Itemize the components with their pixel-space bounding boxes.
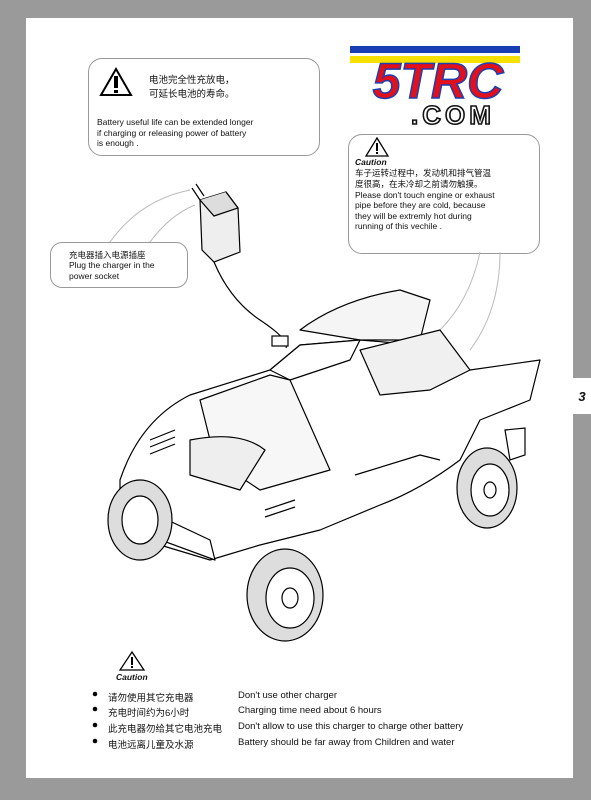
- wheel-rear-right: [456, 447, 518, 529]
- warning-icon: [99, 67, 133, 96]
- charger-note-en-1: Plug the charger in the: [69, 260, 155, 270]
- battery-note-callout: 电池完全性充放电， 可延长电池的寿命。 Battery useful life …: [88, 58, 320, 156]
- warning-icon: [119, 651, 145, 671]
- bottom-caution-label: Caution: [116, 672, 148, 682]
- caution-item: 充电时间约为6小时 Charging time need about 6 hou…: [90, 705, 382, 719]
- caution-item-cn: 电池远离儿童及水源: [108, 740, 194, 751]
- engine-caution-label: Caution: [355, 157, 387, 167]
- engine-caution-callout: Caution 车子运转过程中，发动机和排气管温 度很高，在未冷却之前请勿触摸。…: [348, 134, 540, 254]
- caution-item: 请勿使用其它充电器 Don't use other charger: [90, 690, 337, 704]
- 5trc-logo: 5TRC .COM: [350, 46, 520, 130]
- caution-item-en: Battery should be far away from Children…: [238, 737, 455, 748]
- callout-pointers: [109, 189, 501, 351]
- engine-caution-cn-1: 车子运转过程中，发动机和排气管温: [355, 167, 492, 178]
- battery-note-cn-1: 电池完全性充放电，: [149, 75, 235, 86]
- charger-note-callout: 充电器插入电源插座 Plug the charger in the power …: [50, 242, 188, 288]
- caution-item-cn: 请勿使用其它充电器: [108, 693, 194, 704]
- battery-note-en-3: is enough .: [97, 138, 139, 148]
- caution-item-cn: 充电时间约为6小时: [108, 708, 190, 719]
- caution-item-cn: 此充电器勿给其它电池充电: [108, 724, 223, 735]
- bullet: [92, 738, 98, 744]
- caution-item: 此充电器勿给其它电池充电 Don't allow to use this cha…: [90, 721, 463, 735]
- logo-text-top: 5TRC: [373, 53, 504, 109]
- truck-wheels: [107, 427, 526, 642]
- logo-text-bottom: .COM: [411, 100, 495, 130]
- page-number: 3: [578, 388, 586, 404]
- charger-note-en-2: power socket: [69, 270, 120, 281]
- charger-note-cn: 充电器插入电源插座: [69, 250, 146, 260]
- engine-caution-en-3: they will be extremly hot during: [355, 210, 472, 221]
- bullet: [92, 706, 98, 712]
- engine-caution-en-2: pipe before they are cold, because: [355, 200, 486, 210]
- warning-icon: [365, 137, 389, 157]
- logo-stripes: [350, 46, 520, 63]
- wheel-front-left: [107, 479, 173, 561]
- engine-caution-en-1: Please don't touch engine or exhaust: [355, 189, 495, 200]
- battery-note-en-1: Battery useful life can be extended long…: [97, 117, 254, 127]
- caution-item: 电池远离儿童及水源 Battery should be far away fro…: [90, 737, 455, 751]
- truck-body: [119, 289, 541, 561]
- engine-caution-cn-2: 度很高，在未冷却之前请勿触摸。: [355, 178, 483, 189]
- page-number-tab: 3: [573, 378, 591, 414]
- wheel-front-right: [246, 548, 324, 642]
- battery-note-cn-2: 可延长电池的寿命。: [149, 89, 235, 100]
- caution-item-en: Don't use other charger: [238, 690, 337, 701]
- battery-note-en-2: if charging or releasing power of batter…: [97, 127, 247, 138]
- caution-item-en: Charging time need about 6 hours: [238, 705, 382, 716]
- engine-caution-en-4: running of this vechile .: [355, 221, 442, 231]
- caution-item-en: Don't allow to use this charger to charg…: [238, 721, 464, 732]
- bullet: [92, 691, 98, 697]
- charger-icon: [191, 183, 289, 349]
- bullet: [92, 722, 98, 728]
